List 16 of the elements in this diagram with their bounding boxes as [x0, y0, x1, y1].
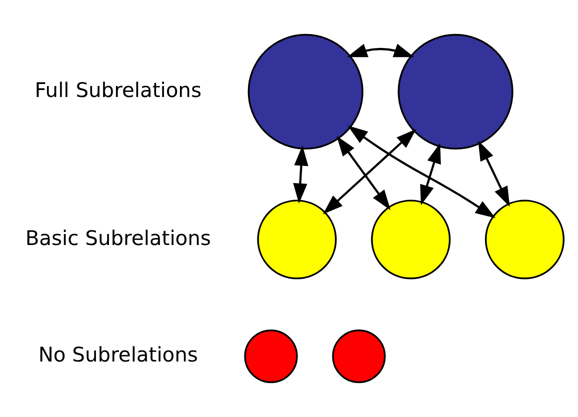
arrow [336, 136, 391, 210]
arrow [478, 140, 510, 207]
label: Full Subrelations [34, 78, 202, 102]
arrow [347, 44, 414, 58]
arrow [348, 125, 496, 218]
label: No Subrelations [38, 342, 198, 367]
label: Basic Subrelations [25, 226, 211, 250]
node-circle [257, 200, 337, 280]
arrow [322, 129, 416, 214]
arrow [293, 146, 308, 204]
node-circle [248, 34, 364, 150]
node-circle [371, 200, 451, 280]
arrow [420, 143, 441, 206]
node-circle [332, 329, 386, 384]
node-circle [484, 200, 565, 280]
node-circle [244, 329, 298, 384]
